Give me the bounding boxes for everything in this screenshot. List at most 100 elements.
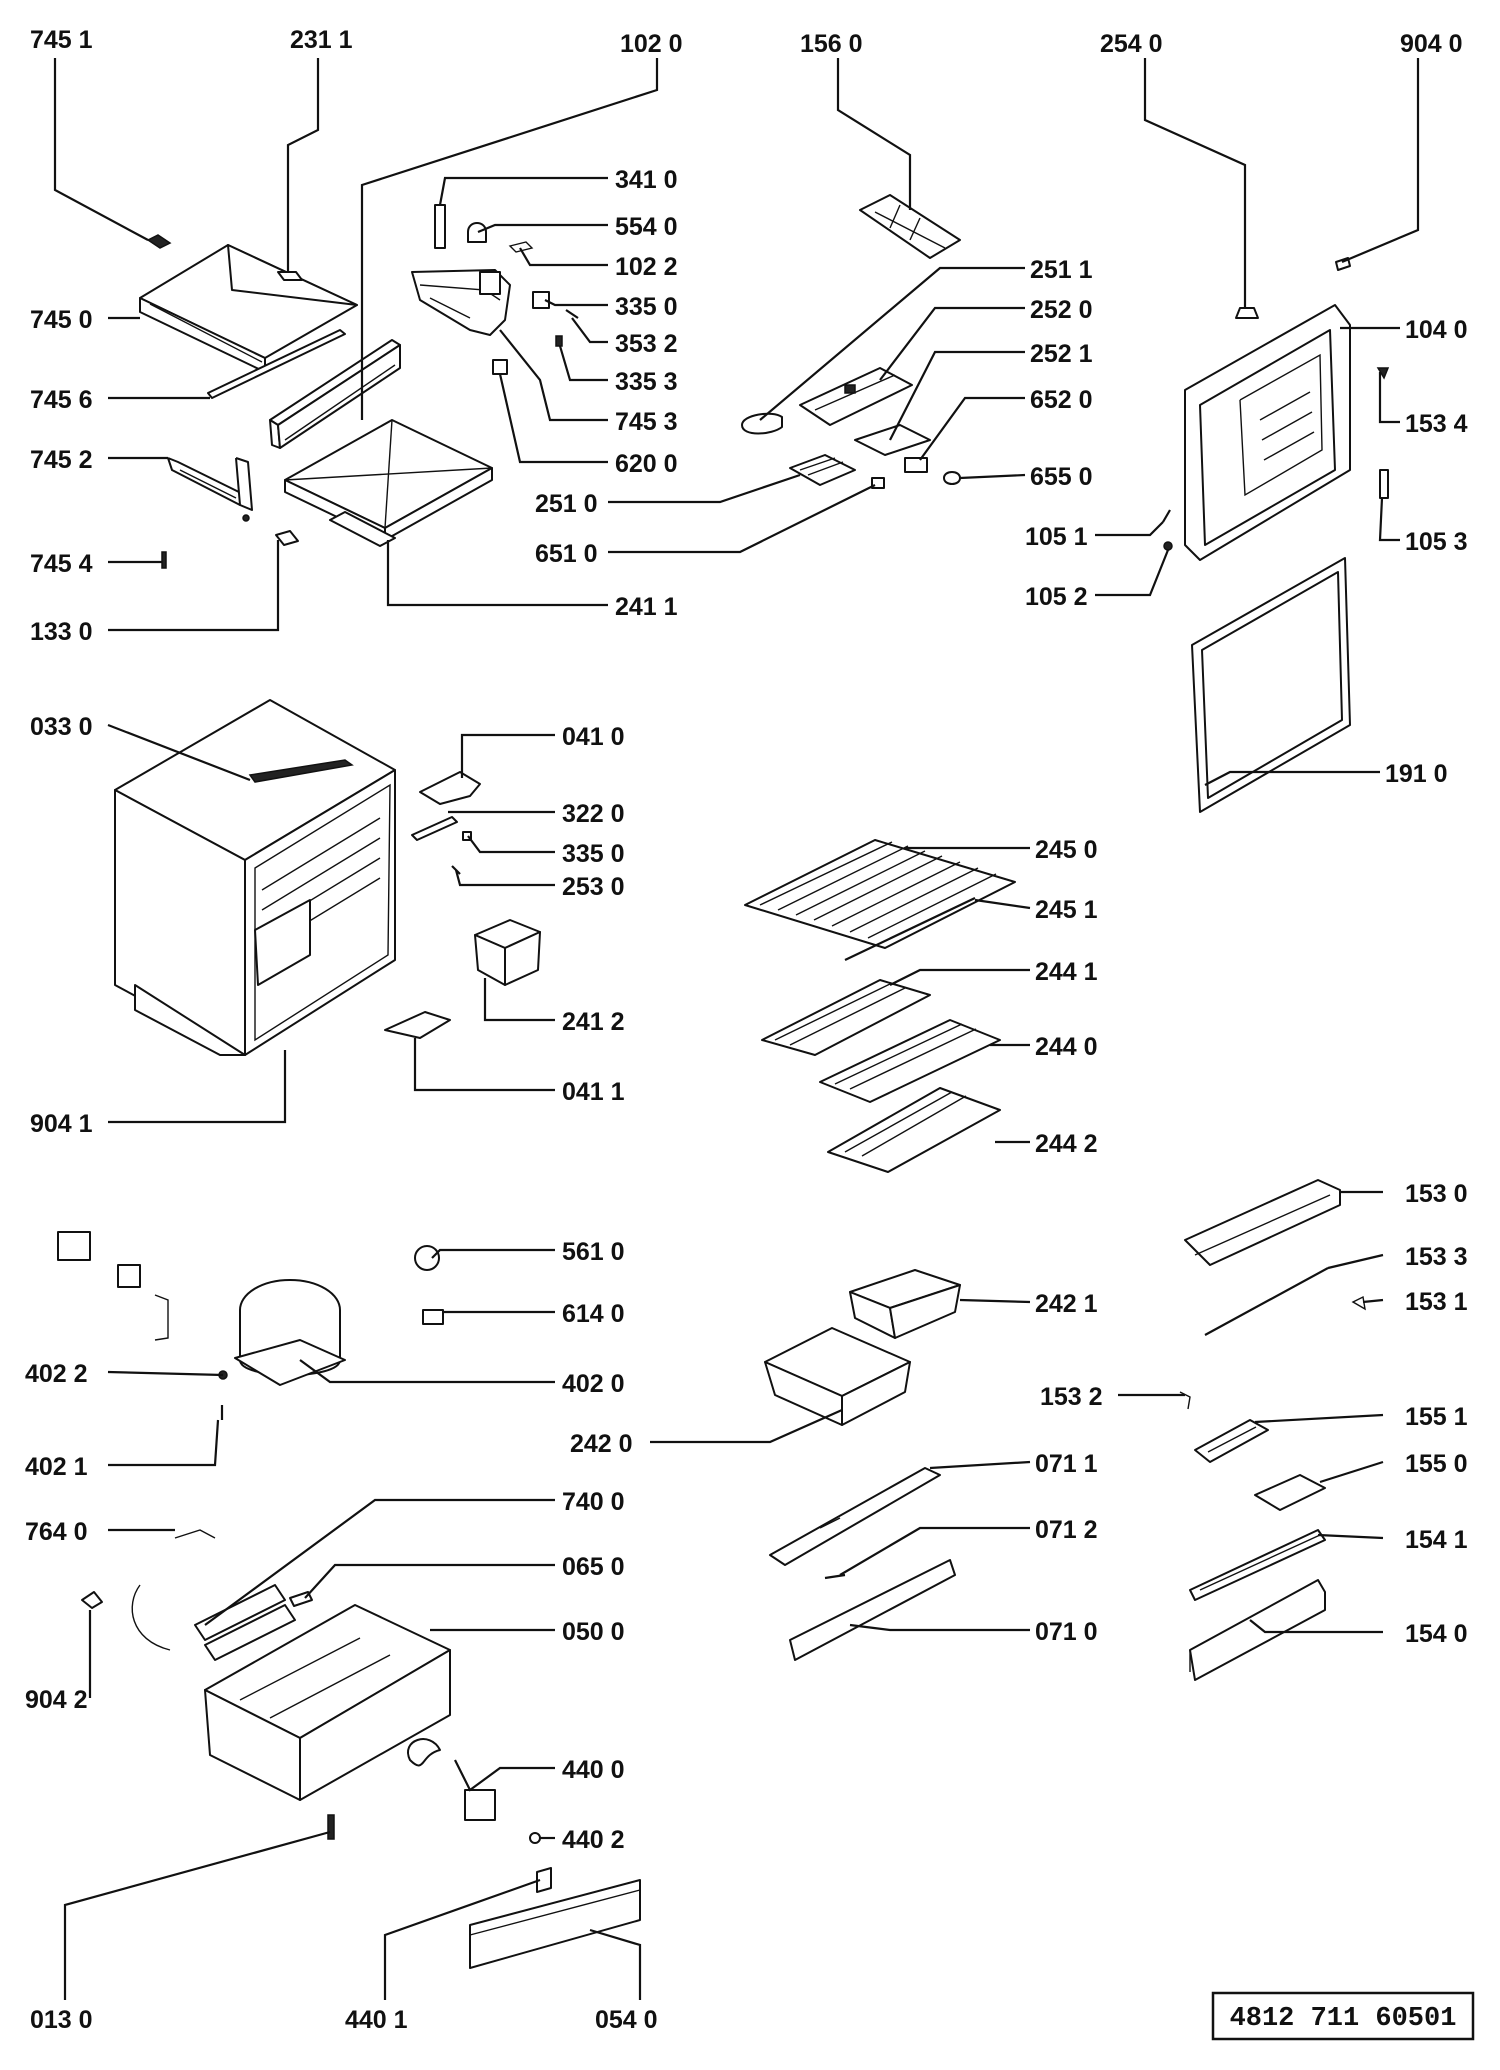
label-105-3: 105 3 bbox=[1405, 528, 1468, 556]
door-bar-part bbox=[1204, 1267, 1329, 1336]
document-number: 4812 711 60501 bbox=[1230, 2004, 1457, 2034]
label-322-0: 322 0 bbox=[562, 800, 625, 828]
pin-part bbox=[508, 241, 534, 253]
rail-part bbox=[269, 339, 401, 449]
label-904-1: 904 1 bbox=[30, 1110, 93, 1138]
switch-part bbox=[904, 457, 928, 473]
part-drawings bbox=[57, 194, 1390, 1969]
label-252-1: 252 1 bbox=[1030, 340, 1093, 368]
label-745-3: 745 3 bbox=[615, 408, 678, 436]
label-614-0: 614 0 bbox=[562, 1300, 625, 1328]
label-402-0: 402 0 bbox=[562, 1370, 625, 1398]
label-244-2: 244 2 bbox=[1035, 1130, 1098, 1158]
label-102-0: 102 0 bbox=[620, 30, 683, 58]
relay-part bbox=[57, 1231, 169, 1341]
label-155-1: 155 1 bbox=[1405, 1403, 1468, 1431]
container-part bbox=[474, 919, 541, 986]
label-244-0: 244 0 bbox=[1035, 1033, 1098, 1061]
base-part bbox=[204, 1604, 451, 1801]
label-245-1: 245 1 bbox=[1035, 896, 1098, 924]
overload-part bbox=[422, 1309, 444, 1325]
label-244-1: 244 1 bbox=[1035, 958, 1098, 986]
document-number-box: 4812 711 60501 bbox=[1211, 1991, 1475, 2041]
label-440-0: 440 0 bbox=[562, 1756, 625, 1784]
crisper-part bbox=[849, 1269, 961, 1339]
label-254-0: 254 0 bbox=[1100, 30, 1163, 58]
rod-part bbox=[411, 816, 458, 841]
condenser-part bbox=[131, 1584, 296, 1661]
label-065-0: 065 0 bbox=[562, 1553, 625, 1581]
fan-bracket-part bbox=[536, 1867, 552, 1893]
label-740-0: 740 0 bbox=[562, 1488, 625, 1516]
bracket-part bbox=[167, 457, 253, 522]
hinge-pin-part bbox=[1379, 469, 1389, 499]
label-745-0: 745 0 bbox=[30, 306, 93, 334]
kickplate-part bbox=[469, 1879, 641, 1969]
label-154-1: 154 1 bbox=[1405, 1526, 1468, 1554]
label-745-2: 745 2 bbox=[30, 446, 93, 474]
front-trim-part bbox=[789, 1559, 956, 1661]
tray-part bbox=[284, 419, 493, 547]
label-251-1: 251 1 bbox=[1030, 256, 1093, 284]
door-rack-part bbox=[1189, 1529, 1326, 1601]
pin-part-3 bbox=[1162, 509, 1171, 523]
part-labels: 745 1 231 1 102 0 156 0 254 0 904 0 341 … bbox=[25, 26, 1468, 2034]
compressor-part bbox=[234, 1279, 346, 1386]
label-745-4: 745 4 bbox=[30, 550, 93, 578]
label-153-4: 153 4 bbox=[1405, 410, 1468, 438]
label-153-1: 153 1 bbox=[1405, 1288, 1468, 1316]
label-242-0: 242 0 bbox=[570, 1430, 633, 1458]
small-part bbox=[275, 530, 299, 546]
label-402-2: 402 2 bbox=[25, 1360, 88, 1388]
pin-part-2 bbox=[565, 309, 579, 319]
butter-tray-part bbox=[1254, 1474, 1326, 1511]
cover-part bbox=[854, 424, 931, 456]
connector-part bbox=[871, 477, 885, 489]
foot-part bbox=[327, 1814, 335, 1840]
label-655-0: 655 0 bbox=[1030, 463, 1093, 491]
evaporator-part bbox=[799, 367, 913, 426]
label-652-0: 652 0 bbox=[1030, 386, 1093, 414]
cabinet-part bbox=[114, 699, 396, 1056]
fan-motor-part bbox=[407, 1738, 496, 1821]
bulb-part bbox=[492, 359, 508, 375]
label-054-0: 054 0 bbox=[595, 2006, 658, 2034]
ice-tray-part bbox=[859, 194, 961, 259]
shelf-part bbox=[819, 1019, 1001, 1103]
label-341-0: 341 0 bbox=[615, 166, 678, 194]
label-241-1: 241 1 bbox=[615, 593, 678, 621]
label-904-0: 904 0 bbox=[1400, 30, 1463, 58]
label-033-0: 033 0 bbox=[30, 713, 93, 741]
label-335-0a: 335 0 bbox=[615, 293, 678, 321]
label-050-0: 050 0 bbox=[562, 1618, 625, 1646]
capacitor-part bbox=[414, 1245, 440, 1271]
clip-part bbox=[146, 234, 172, 249]
label-104-0: 104 0 bbox=[1405, 316, 1468, 344]
label-904-2: 904 2 bbox=[25, 1686, 88, 1714]
screw-part bbox=[161, 551, 167, 569]
hook-part bbox=[1179, 1391, 1191, 1410]
label-191-0: 191 0 bbox=[1385, 760, 1448, 788]
shelf-bar-part bbox=[844, 897, 976, 961]
fan-clip-part bbox=[529, 1832, 541, 1844]
top-cover-part bbox=[139, 244, 358, 373]
label-071-1: 071 1 bbox=[1035, 1450, 1098, 1478]
label-154-0: 154 0 bbox=[1405, 1620, 1468, 1648]
label-156-0: 156 0 bbox=[800, 30, 863, 58]
label-764-0: 764 0 bbox=[25, 1518, 88, 1546]
label-241-2: 241 2 bbox=[562, 1008, 625, 1036]
door-part bbox=[1184, 304, 1351, 561]
cap-part bbox=[532, 291, 550, 309]
hinge-part bbox=[419, 771, 481, 805]
cap-part-2 bbox=[555, 335, 563, 347]
label-620-0: 620 0 bbox=[615, 450, 678, 478]
label-353-2: 353 2 bbox=[615, 330, 678, 358]
label-041-0: 041 0 bbox=[562, 723, 625, 751]
hinge-cap-part bbox=[1235, 307, 1259, 319]
strip-part bbox=[207, 329, 346, 399]
cap-part-3 bbox=[462, 831, 472, 841]
label-105-1: 105 1 bbox=[1025, 523, 1088, 551]
label-251-0: 251 0 bbox=[535, 490, 598, 518]
lower-shelf-part bbox=[827, 1087, 1001, 1173]
